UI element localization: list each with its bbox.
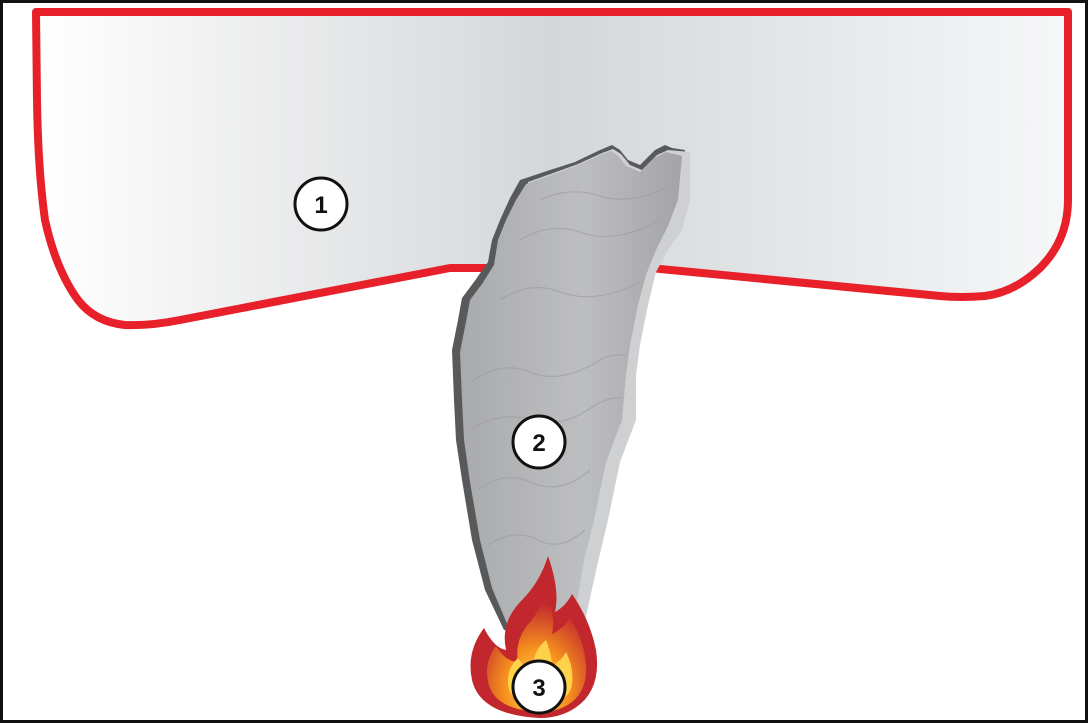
callout-1: 1	[295, 178, 347, 230]
callout-3: 3	[513, 661, 565, 713]
callout-3-label: 3	[532, 675, 545, 702]
callout-2: 2	[513, 416, 565, 468]
callout-2-label: 2	[532, 430, 545, 457]
callout-1-label: 1	[314, 192, 327, 219]
